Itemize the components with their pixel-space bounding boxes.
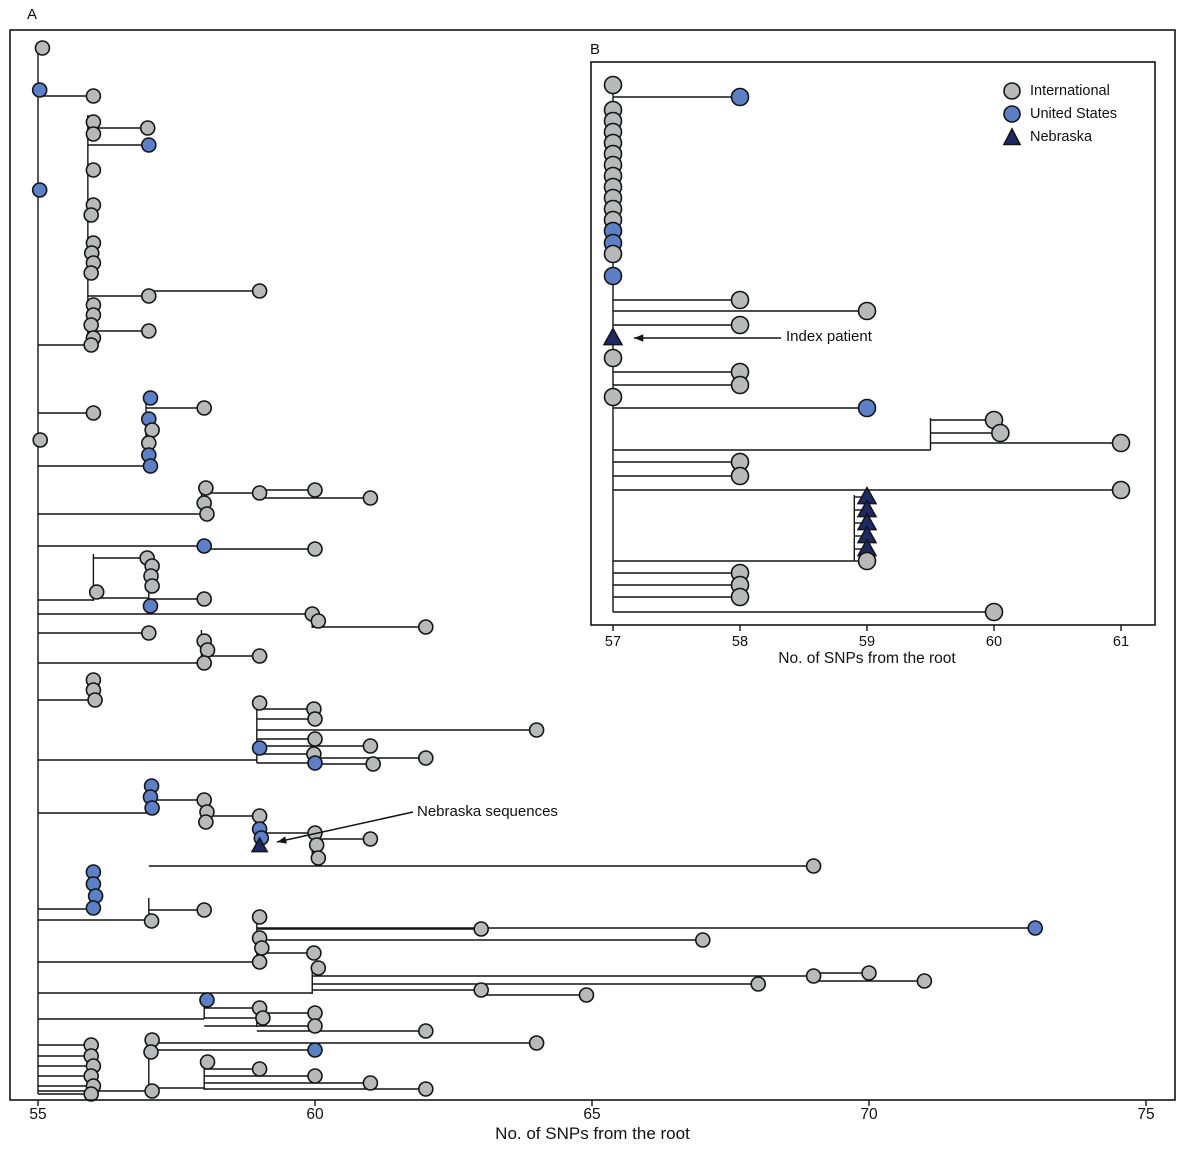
panel-a-x-axis-label: No. of SNPs from the root [495, 1124, 690, 1143]
annotation-arrows [276, 334, 781, 844]
panel-a-phylogenetic-tree-x-axis: 55 60 65 70 75 [29, 1100, 1155, 1123]
svg-text:58: 58 [732, 634, 748, 650]
svg-text:75: 75 [1137, 1106, 1154, 1123]
annotation-index-patient: Index patient [786, 328, 872, 345]
legend-label-united-states: United States [1030, 106, 1118, 122]
legend-item-international: International [1002, 81, 1117, 101]
svg-text:55: 55 [29, 1106, 46, 1123]
panel-b-inset-tree-x-axis: 57 58 59 60 61 [605, 625, 1129, 650]
legend-item-nebraska: Nebraska [1002, 127, 1117, 147]
panel-b-inset-tree [602, 75, 1131, 622]
svg-text:60: 60 [986, 634, 1002, 650]
svg-text:60: 60 [306, 1106, 324, 1123]
panel-a-phylogenetic-tree [31, 40, 1043, 1102]
legend: International United States Nebraska [1002, 81, 1117, 147]
panel-b-label: B [590, 41, 601, 58]
svg-text:59: 59 [859, 634, 875, 650]
legend-label-international: International [1030, 83, 1110, 99]
svg-text:70: 70 [860, 1106, 878, 1123]
legend-item-united-states: United States [1002, 104, 1117, 124]
svg-text:65: 65 [583, 1106, 600, 1123]
svg-text:57: 57 [605, 634, 621, 650]
svg-text:61: 61 [1113, 634, 1129, 650]
united-states-circle-icon [1003, 105, 1021, 123]
legend-label-nebraska: Nebraska [1030, 129, 1093, 145]
nebraska-triangle-icon [1002, 127, 1022, 146]
panel-b-inset-tree-border [590, 61, 1156, 626]
international-circle-icon [1003, 82, 1021, 100]
panel-b-x-axis-label: No. of SNPs from the root [778, 650, 956, 667]
annotation-nebraska-sequences: Nebraska sequences [417, 803, 558, 820]
panel-a-label: A [27, 6, 38, 23]
